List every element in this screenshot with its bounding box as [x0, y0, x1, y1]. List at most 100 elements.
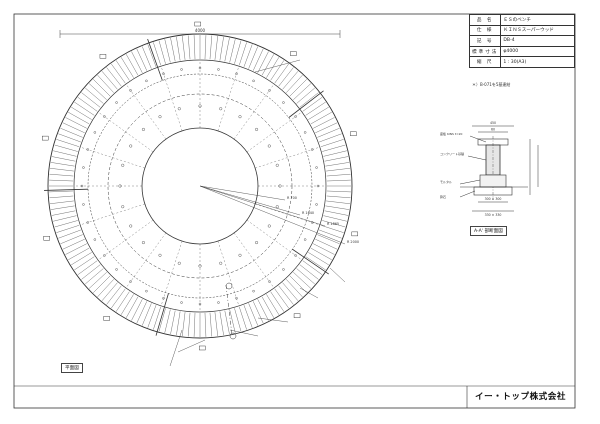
bolt-hole-outer [252, 289, 255, 293]
radial-line [97, 219, 154, 261]
bolt-hole-outer [103, 115, 106, 118]
radial-line [80, 146, 145, 169]
bench-slat [65, 243, 87, 255]
bench-slat [147, 305, 157, 328]
bolt-hole-inner [275, 163, 279, 167]
bench-slat [170, 310, 176, 335]
bench-slat [136, 301, 147, 324]
bench-slat [326, 200, 350, 204]
section-callout-3: モルタル [440, 179, 452, 184]
support-post [103, 316, 110, 321]
bench-slat [131, 51, 143, 73]
section-leader-2 [467, 155, 487, 161]
section-dim-bottom-1: 300 × 300 [485, 197, 502, 201]
bench-slat [136, 48, 147, 71]
overall-dimension-text: 4000 [195, 28, 206, 33]
segment-joint [288, 90, 324, 118]
title-row-size: 標準寸法 φ4000 [468, 45, 575, 58]
bench-slat [115, 60, 130, 81]
bench-slat [81, 264, 101, 280]
bolt-hole-inner [267, 224, 271, 228]
bench-slat [315, 239, 338, 250]
bench-slat [193, 312, 196, 337]
bench-slat [50, 200, 74, 204]
radius-callout-2: R 1640 [302, 211, 314, 215]
title-row-name: 品 名 ＥＳのベンチ [468, 14, 575, 26]
bench-slat [286, 74, 303, 93]
section-marker-a [225, 282, 233, 290]
bolt-hole-inner [121, 163, 125, 167]
bench-slat [229, 39, 236, 63]
bench-slat [147, 44, 157, 67]
bench-slat [120, 294, 134, 315]
bench-slat [293, 83, 312, 100]
bench-slat [209, 312, 213, 337]
bench-slat [234, 40, 242, 64]
bench-slat [293, 272, 312, 289]
bench-slat [77, 260, 98, 275]
callout-leader-5 [177, 339, 206, 353]
bench-slat [224, 37, 230, 62]
bolt-hole-inner [158, 115, 162, 119]
bench-slat [214, 312, 218, 336]
bolt-hole-inner [238, 253, 242, 257]
segment-joint [44, 188, 89, 191]
bench-slat [326, 179, 351, 182]
bench-slat [126, 296, 139, 318]
bench-slat [286, 279, 303, 298]
bolt-hole-outer [217, 68, 220, 71]
bench-slat [315, 122, 338, 133]
bench-slat [93, 275, 111, 293]
bench-slat [153, 42, 161, 66]
bench-slat [224, 310, 230, 335]
bench-slat [49, 195, 74, 199]
title-label-scale: 縮 尺 [468, 56, 502, 68]
title-row-spec: 仕 様 ＫＩＮＳスーパーウッド [468, 24, 575, 37]
section-view-label: A-A' 部断面図 [470, 226, 507, 236]
bolt-hole-inner [219, 261, 223, 265]
concrete-footing [479, 174, 507, 188]
bench-slat [326, 168, 350, 172]
bench-slat [305, 256, 326, 271]
bench-slat [266, 294, 280, 315]
title-note: ＊）B-071を5基連結 [472, 82, 511, 87]
bench-slat [53, 215, 77, 222]
section-callout-4: 砕石 [440, 194, 446, 199]
bolt-hole-inner [267, 144, 271, 148]
bench-slat [214, 36, 218, 60]
bolt-hole-inner [141, 127, 145, 131]
bolt-hole-outer [145, 79, 148, 83]
support-post [99, 54, 107, 59]
bolt-hole-outer [93, 131, 97, 134]
radius-callout-3: R 1865 [327, 222, 339, 226]
title-label-name: 品 名 [468, 14, 502, 26]
bench-slat [289, 79, 307, 97]
bench-slat [243, 305, 253, 328]
bench-slat [58, 229, 81, 239]
bench-slat [325, 162, 350, 167]
bench-slat [317, 128, 340, 138]
section-dim-top-2: 60 [491, 128, 495, 132]
support-post [290, 51, 297, 56]
bench-slat [182, 36, 186, 60]
plan-view [42, 21, 358, 367]
bench-slat [74, 101, 95, 116]
bolt-hole-outer [268, 280, 271, 283]
bolt-hole-outer [294, 115, 297, 118]
bench-slat [319, 229, 342, 239]
segment-joint [292, 248, 329, 275]
bench-slat [62, 122, 85, 133]
bolt-hole-outer [235, 72, 238, 75]
radial-line [80, 203, 145, 226]
bench-slat [323, 150, 347, 157]
section-dim-top-1: 450 [490, 121, 496, 125]
bolt-hole-outer [217, 301, 220, 304]
bench-slat [71, 106, 92, 120]
radial-lines [74, 60, 326, 312]
bench-slat [187, 312, 191, 337]
bench-slat [81, 92, 101, 108]
bolt-hole-inner [255, 127, 259, 131]
bench-slat [324, 156, 349, 162]
bench-slat [278, 285, 294, 305]
bench-slat [164, 309, 171, 333]
